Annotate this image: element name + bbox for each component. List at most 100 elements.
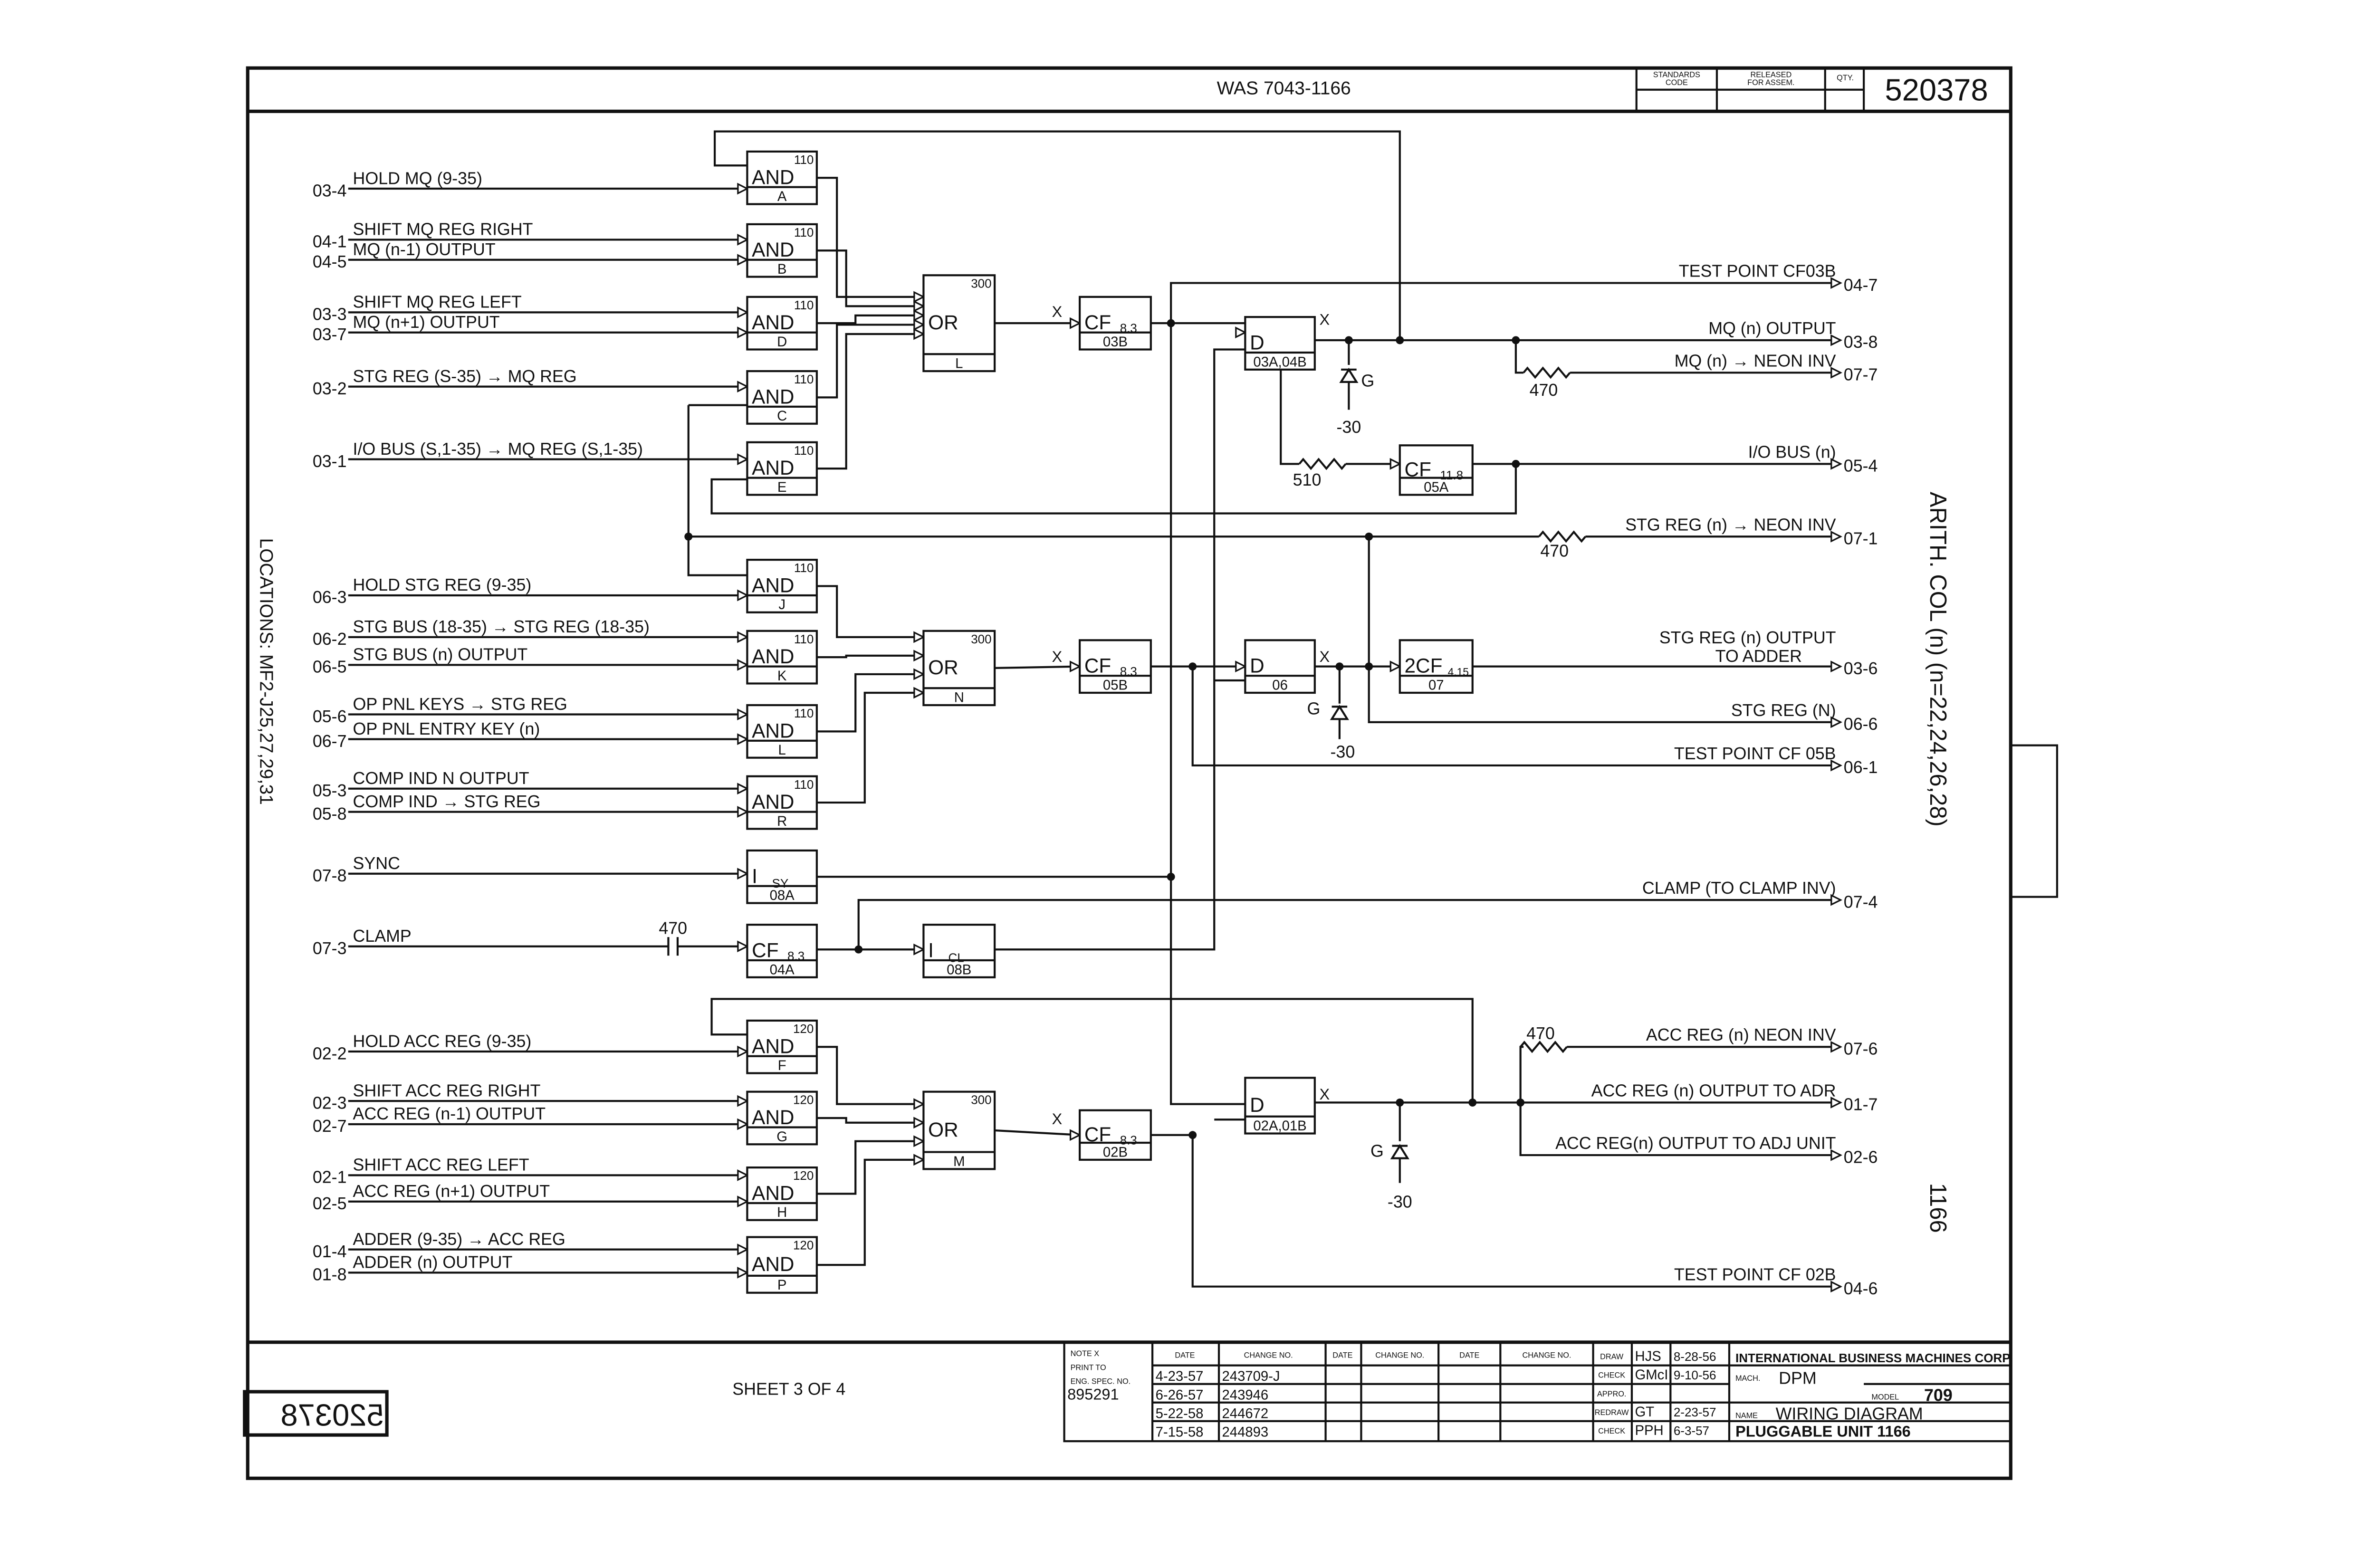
input-pin: 03-3 <box>313 305 347 324</box>
output-pin: 07-1 <box>1844 529 1878 548</box>
signoff-role: DRAW <box>1600 1353 1624 1361</box>
arrow-head-icon <box>737 182 749 195</box>
input-pin: 06-7 <box>313 732 347 751</box>
arrow-head-icon <box>913 650 926 662</box>
gate-id: 04A <box>770 962 795 977</box>
x-mark: X <box>1052 303 1063 320</box>
gate-box <box>922 1090 996 1170</box>
gate-subscript: CL <box>948 950 964 965</box>
output-signal-label: TEST POINT CF 02B <box>1674 1265 1836 1284</box>
arrow-head-icon <box>1830 716 1842 728</box>
unit-name: PLUGGABLE UNIT 1166 <box>1735 1423 1911 1440</box>
input-pin: 04-1 <box>313 232 347 251</box>
input-pin: 01-4 <box>313 1242 347 1261</box>
icl-to-d <box>995 348 1245 951</box>
input-signal-label: MQ (n-1) OUTPUT <box>353 240 496 259</box>
arrow-head-icon <box>913 291 926 303</box>
gate-id: H <box>777 1205 787 1220</box>
arrow-head-icon <box>913 687 926 699</box>
input-pin: 03-2 <box>313 379 347 398</box>
signoff-date: 9-10-56 <box>1674 1368 1716 1382</box>
gate-id: 03B <box>1103 334 1128 350</box>
signoff-date: 2-23-57 <box>1674 1405 1716 1419</box>
gate-box <box>1079 296 1152 351</box>
title-block-box <box>1063 1341 2012 1443</box>
input-pin: 02-2 <box>313 1044 347 1063</box>
input-signal-label: ADDER (9-35) → ACC REG <box>353 1230 565 1249</box>
gate-type: 2CF <box>1405 655 1443 677</box>
or-to-cf <box>995 665 1080 669</box>
signoff-role: CHECK <box>1598 1371 1625 1380</box>
input-signal-label: OP PNL KEYS → STG REG <box>353 695 567 714</box>
sync-to-d <box>1170 877 1245 1105</box>
gate-type: CF <box>1084 311 1111 334</box>
gate-rating: 110 <box>794 372 814 386</box>
arrow-head-icon <box>913 1117 926 1129</box>
output-signal-label: TEST POINT CF03B <box>1679 262 1836 281</box>
gate-rating: 11.8 <box>1440 468 1463 482</box>
gate-type: I <box>928 939 934 961</box>
arrow-head-icon <box>737 940 749 953</box>
arrow-head-icon <box>737 659 749 671</box>
ground-label: G <box>1370 1141 1384 1160</box>
gate-type: AND <box>752 1106 794 1128</box>
output-pin: 03-6 <box>1844 659 1878 678</box>
sheet-number: SHEET 3 OF 4 <box>732 1380 845 1399</box>
name-label: NAME <box>1735 1411 1758 1420</box>
input-signal-label: SYNC <box>353 854 400 873</box>
company-name: INTERNATIONAL BUSINESS MACHINES CORP. <box>1735 1351 2012 1365</box>
qty-label: QTY. <box>1837 74 1854 82</box>
gate-box <box>1399 639 1474 694</box>
change-date: 7-15-58 <box>1156 1424 1204 1440</box>
gate-type: CF <box>752 939 778 961</box>
ground-label: G <box>1361 372 1374 391</box>
cf-to-testpoint <box>1150 1134 1841 1288</box>
gate-box <box>746 223 818 278</box>
arrow-head-icon <box>1069 660 1082 673</box>
acc-hold-feedback <box>710 998 1474 1103</box>
gate-box <box>1244 1077 1316 1135</box>
gate-id: M <box>953 1154 965 1169</box>
gate-rating: 8.3 <box>1120 664 1137 679</box>
input-pin: 02-1 <box>313 1168 347 1187</box>
arrow-head-icon <box>737 1169 749 1181</box>
arrow-head-icon <box>737 254 749 266</box>
gate-box <box>746 1019 818 1074</box>
output-pin: 07-4 <box>1844 892 1878 911</box>
resistor-icon <box>1523 366 1571 379</box>
resistor-icon <box>1520 1041 1568 1053</box>
signoff-initials: HJS <box>1635 1348 1661 1364</box>
and-to-or <box>816 249 924 307</box>
output-pin: 07-6 <box>1844 1040 1878 1059</box>
resistor-icon <box>1538 530 1586 543</box>
input-signal-label: SHIFT MQ REG LEFT <box>353 293 522 312</box>
and-to-or <box>816 333 924 470</box>
gate-box <box>746 150 818 205</box>
gate-id: 07 <box>1428 677 1444 693</box>
signoff-date: 6-3-57 <box>1674 1424 1709 1438</box>
gate-rating: 300 <box>971 1093 991 1107</box>
input-signal-label: ACC REG (n-1) OUTPUT <box>353 1104 546 1123</box>
gate-box <box>746 775 818 830</box>
arrow-head-icon <box>1830 334 1842 346</box>
arrow-head-icon <box>737 631 749 643</box>
column-header: DATE <box>1332 1351 1352 1359</box>
input-signal-label: COMP IND → STG REG <box>353 792 541 811</box>
change-date: 4-23-57 <box>1156 1368 1204 1384</box>
output-signal-label: STG REG (n) → NEON INV <box>1625 515 1836 534</box>
input-pin: 03-1 <box>313 452 347 471</box>
gate-rating: 110 <box>794 561 814 575</box>
and-to-or <box>816 1046 924 1105</box>
arrow-head-icon <box>913 1098 926 1110</box>
gate-box <box>1079 1109 1152 1161</box>
